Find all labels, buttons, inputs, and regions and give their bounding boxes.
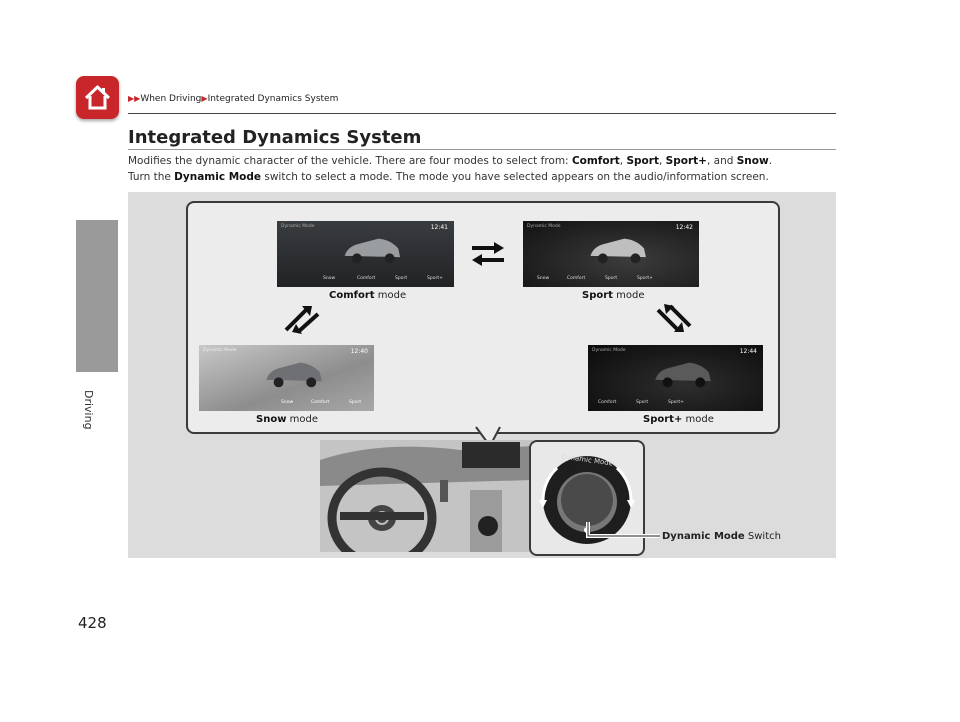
switch-leader-line (586, 522, 660, 538)
screen-mode-tab: Snow (323, 276, 336, 281)
paragraph-instructions: Turn the Dynamic Mode switch to select a… (128, 171, 769, 183)
breadcrumb-arrow-icon: ▶▶ (128, 94, 141, 103)
screen-mode-tab: Sport+ (637, 276, 653, 281)
screen-mode-tab: Snow (537, 276, 550, 281)
page-number: 428 (78, 614, 107, 632)
screen-clock: 12:40 (350, 348, 368, 355)
screen-mode-tabs: Snow Comfort Sport Sport+ (523, 276, 699, 285)
snow-mode-screen: Dynamic Mode 12:40 Snow Comfort Sport (199, 345, 374, 411)
sport-caption: Sport mode (582, 290, 645, 301)
home-icon[interactable] (76, 76, 119, 119)
breadcrumb: ▶▶When Driving▶Integrated Dynamics Syste… (128, 94, 338, 104)
comfort-sport-arrows-icon (472, 242, 504, 266)
vehicle-image (654, 362, 711, 388)
screen-mode-tabs: Comfort Sport Sport+ (588, 400, 763, 409)
screen-mode-tab: Sport (349, 400, 362, 405)
screen-clock: 12:42 (675, 224, 693, 231)
paragraph-modes: Modifies the dynamic character of the ve… (128, 155, 773, 167)
breadcrumb-arrow-icon: ▶ (201, 94, 208, 103)
vehicle-image (590, 238, 646, 264)
screen-mode-tab: Comfort (357, 276, 376, 281)
dynamic-mode-switch-icon (539, 456, 635, 544)
screen-title: Dynamic Mode (592, 348, 626, 353)
title-rule (128, 149, 836, 150)
sidebar-section-label: Driving (82, 390, 95, 430)
comfort-mode-screen: Dynamic Mode 12:41 Snow Comfort Sport Sp… (277, 221, 454, 287)
screen-mode-tabs: Snow Comfort Sport Sport+ (277, 276, 454, 285)
comfort-caption: Comfort mode (329, 290, 407, 301)
comfort-snow-arrows-icon (284, 306, 320, 334)
screen-mode-tabs: Snow Comfort Sport (199, 400, 374, 409)
screen-clock: 12:41 (430, 224, 448, 231)
vehicle-image (265, 362, 322, 388)
sport-plus-mode-screen: Dynamic Mode 12:44 Comfort Sport Sport+ (588, 345, 763, 411)
screen-title: Dynamic Mode (281, 224, 315, 229)
screen-mode-tab: Sport (395, 276, 408, 281)
screen-mode-tab: Sport+ (668, 400, 684, 405)
screen-title: Dynamic Mode (527, 224, 561, 229)
screen-mode-tab: Comfort (567, 276, 586, 281)
sport-plus-caption: Sport+ mode (643, 414, 714, 425)
screen-mode-tab: Sport (605, 276, 618, 281)
sport-sportplus-arrows-icon (656, 304, 692, 332)
screen-mode-tab: Sport (636, 400, 649, 405)
breadcrumb-item[interactable]: Integrated Dynamics System (207, 94, 339, 104)
screen-mode-tab: Comfort (311, 400, 330, 405)
screen-mode-tab: Sport+ (427, 276, 443, 281)
screen-clock: 12:44 (739, 348, 757, 355)
screen-title: Dynamic Mode (203, 348, 237, 353)
sport-mode-screen: Dynamic Mode 12:42 Snow Comfort Sport Sp… (523, 221, 699, 287)
dashboard-illustration (320, 440, 533, 552)
sidebar-tab-block (76, 220, 118, 372)
page-title: Integrated Dynamics System (128, 127, 422, 148)
screen-mode-tab: Comfort (598, 400, 617, 405)
vehicle-image (344, 238, 401, 264)
breadcrumb-item[interactable]: When Driving (140, 94, 202, 104)
snow-caption: Snow mode (256, 414, 318, 425)
dynamic-mode-switch-label: Dynamic Mode Switch (662, 531, 781, 542)
header-rule (128, 113, 836, 114)
screen-mode-tab: Snow (281, 400, 294, 405)
